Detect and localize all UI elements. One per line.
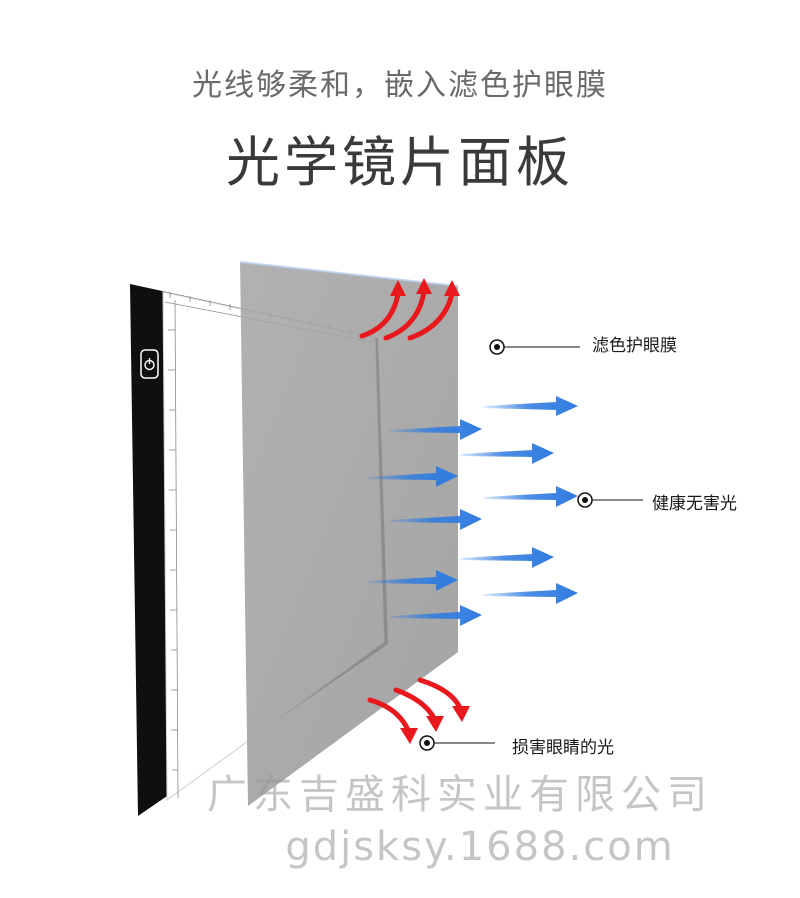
blue-arrow [484,396,578,416]
blue-arrow [460,547,554,568]
callout-healthy-pointer [577,492,643,508]
callout-filter-label: 滤色护眼膜 [592,336,677,356]
callout-harmful-pointer [419,735,495,751]
blue-arrow [368,466,458,487]
blue-arrows [368,396,578,626]
callout-filter-pointer [489,339,580,355]
red-arrowheads-top [390,278,460,296]
power-icon[interactable] [140,349,159,379]
blue-arrow [484,583,578,604]
left-ruler [168,299,179,799]
blue-arrow [484,486,578,507]
callout-harmful-label: 损害眼睛的光 [512,738,614,758]
blue-arrow [390,419,482,440]
page-title: 光学镜片面板 [226,131,574,194]
red-arrows-bottom [367,677,463,733]
watermark-company: 广东吉盛科实业有限公司 [207,772,713,818]
red-arrowheads-bottom [400,706,470,744]
red-arrows-top [359,289,455,341]
watermark-site: gdjsksy.1688.com [285,824,675,870]
filter-film-panel [240,262,458,806]
subtitle: 光线够柔和，嵌入滤色护眼膜 [192,68,608,103]
blue-arrow [460,443,554,464]
blue-arrow [390,509,482,530]
callout-healthy-label: 健康无害光 [652,494,737,514]
blue-arrow [390,605,482,626]
blue-arrow [368,570,458,591]
